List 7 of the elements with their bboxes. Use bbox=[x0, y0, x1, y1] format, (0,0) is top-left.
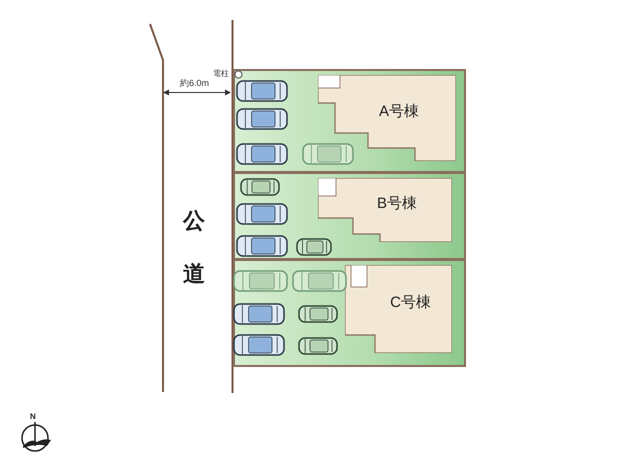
north-label: N bbox=[30, 413, 36, 421]
building-label: C号棟 bbox=[390, 292, 431, 313]
dimension-label: 約6.0m bbox=[180, 79, 210, 88]
utility-pole-label: 電柱 bbox=[213, 70, 229, 78]
building-label: B号棟 bbox=[376, 194, 417, 214]
road-label: 公道 bbox=[183, 207, 205, 288]
building-label: A号棟 bbox=[378, 102, 419, 122]
